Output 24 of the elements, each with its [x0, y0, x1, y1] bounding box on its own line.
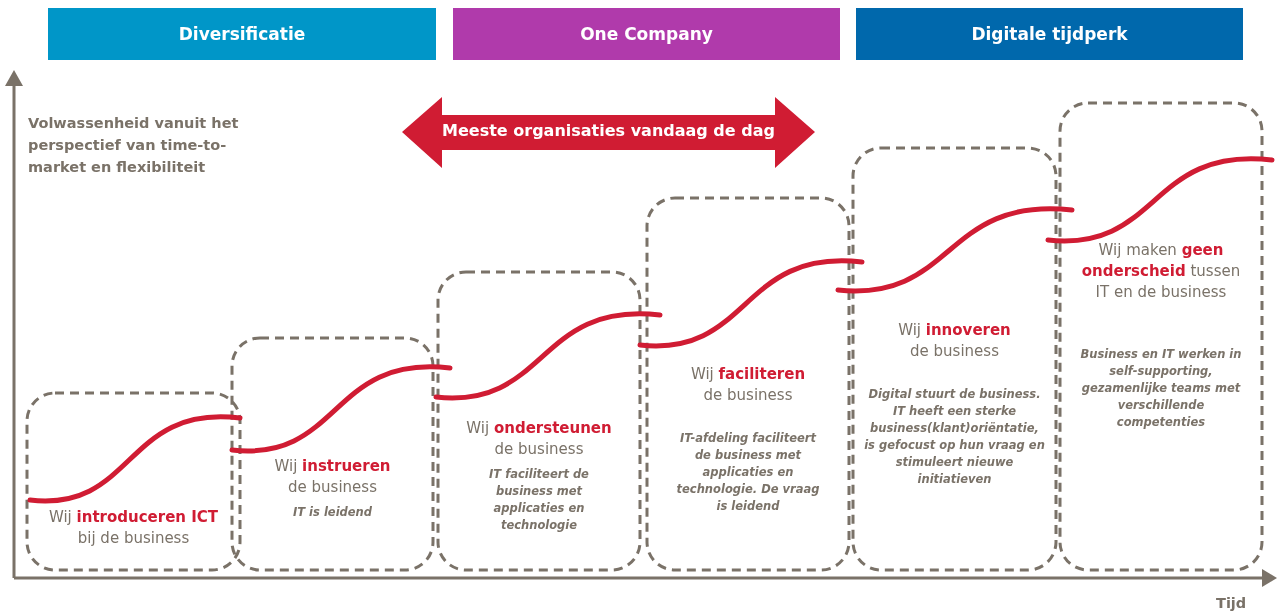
- stage-box: [25, 391, 242, 572]
- stage-heading: Wij introduceren ICT bij de business: [47, 507, 220, 549]
- stage-heading: Wij ondersteunen de business: [466, 418, 612, 460]
- stage-heading: Wij instrueren de business: [273, 456, 392, 498]
- stage-description: IT-afdeling faciliteert de business met applicaties en technologie. De vraag is leidend: [675, 430, 821, 515]
- stage-description: IT faciliteert de business met applicaties en technologie: [488, 466, 590, 534]
- stage-description: Digital stuurt de business. IT heeft een sterke business(klant)oriëntatie, is gefocust op hun vraag en stimuleert nieuwe initiatieven: [863, 386, 1046, 488]
- phase-banner: Digitale tijdperk: [856, 8, 1243, 60]
- stage-box: [1058, 101, 1264, 572]
- stage-box: [230, 336, 435, 572]
- double-arrow-banner: [402, 97, 815, 168]
- phase-banner: One Company: [453, 8, 840, 60]
- phase-banner: Diversificatie: [48, 8, 436, 60]
- stage-heading: Wij faciliteren de business: [689, 364, 807, 406]
- stage-description: Business en IT werken in self-supporting, gezamenlijke teams met verschillende competenties: [1079, 346, 1243, 431]
- stage-heading: Wij innoveren de business: [897, 320, 1012, 362]
- stage-box: [436, 270, 642, 572]
- stage-heading: Wij maken geen onderscheid tussen IT en de business: [1080, 240, 1242, 303]
- stage-box: [645, 196, 851, 572]
- axis-label: Tijd: [1216, 594, 1247, 613]
- axis-label: Volwassenheid vanuit het perspectief van time-to-market en flexibiliteit: [28, 114, 240, 177]
- banner-text: Meeste organisaties vandaag de dag: [441, 121, 776, 140]
- stage-box: [851, 146, 1058, 572]
- stage-description: IT is leidend: [291, 504, 374, 521]
